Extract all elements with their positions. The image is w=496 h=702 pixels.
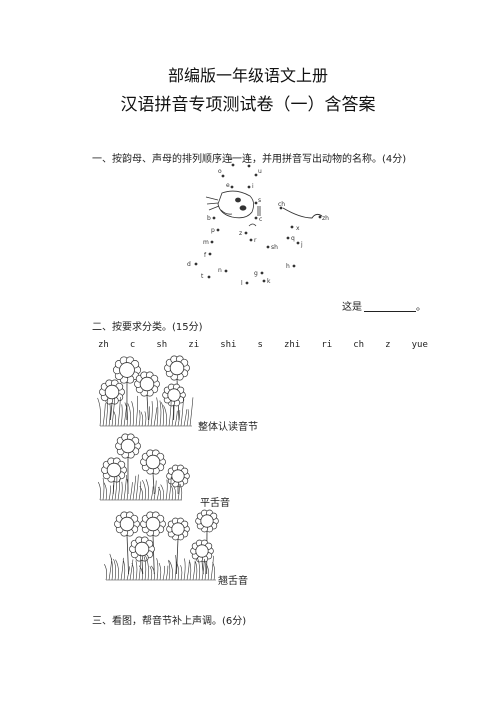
dot-q: q (287, 235, 295, 242)
page-title-line1: 部编版一年级语文上册 (0, 62, 496, 86)
dot-m: m (203, 239, 213, 246)
dot-f: f (204, 252, 211, 259)
dot-label: n (218, 267, 222, 274)
dot-label: r (254, 237, 257, 244)
syllable: zhi (284, 340, 300, 350)
syllable-list: zh c sh zi shi s zhi ri ch z yue (98, 340, 428, 350)
dot-n: n (218, 267, 227, 274)
syllable: c (130, 340, 135, 350)
syllable: shi (220, 340, 236, 350)
syllable: s (258, 340, 263, 350)
dot-t: t (201, 273, 210, 280)
group-label-curled-tongue: 翘舌音 (218, 572, 248, 587)
syllable: yue (412, 340, 428, 350)
dot-zh: zh (319, 215, 330, 222)
flower-group-3 (104, 510, 218, 580)
dot-label: sh (271, 244, 278, 251)
dot-label: t (201, 273, 204, 280)
dot-d: d (187, 261, 197, 268)
dot-z: z (239, 230, 247, 237)
page-title-line2: 汉语拼音专项测试卷（一）含答案 (0, 90, 496, 115)
syllable: sh (156, 340, 167, 350)
answer-line: 这是 。 (342, 298, 426, 313)
dot-label: l (241, 280, 243, 287)
dot-label: f (204, 252, 207, 259)
dot-l: l (241, 280, 248, 287)
dot-label: z (239, 230, 242, 237)
dot-ch: ch (278, 201, 285, 209)
dot-label: e (226, 182, 230, 189)
dot-u: u (255, 168, 262, 176)
dot-label: s (258, 197, 261, 204)
dot-label: ch (278, 201, 285, 208)
dot-label: p (211, 227, 215, 234)
dot-e: e (226, 182, 233, 189)
dot-label: m (203, 239, 209, 246)
syllable: ch (353, 340, 364, 350)
dot-k: k (263, 278, 271, 285)
answer-label: 这是 (342, 302, 362, 313)
question-1-prompt: 一、按韵母、声母的排列顺序连一连，并用拼音写出动物的名称。(4分) (92, 150, 406, 165)
syllable: z (385, 340, 390, 350)
answer-blank[interactable] (364, 301, 416, 312)
dot-label: i (252, 183, 254, 190)
dot-label: j (300, 241, 303, 248)
flower-group-2 (98, 434, 189, 500)
dot-p: p (211, 227, 219, 234)
syllable: zi (188, 340, 199, 350)
dot-i: i (248, 183, 254, 190)
dot-r: r (250, 237, 257, 244)
group-label-flat-tongue: 平舌音 (200, 494, 230, 509)
syllable: zh (98, 340, 109, 350)
flower-group-1 (98, 356, 193, 426)
question-3-prompt: 三、看图，帮音节补上声调。(6分) (92, 612, 246, 627)
answer-end: 。 (416, 302, 426, 313)
dot-b: b (207, 215, 215, 222)
syllable: ri (321, 340, 332, 350)
dot-sh: sh (267, 244, 279, 251)
dot-label: b (207, 215, 211, 222)
dot-label: q (291, 235, 295, 242)
dot-h: h (286, 263, 295, 270)
dot-label: o (218, 168, 222, 175)
dot-j: j (297, 241, 303, 248)
dot-label: g (254, 270, 258, 277)
dot-label: x (296, 225, 300, 232)
dot-label: d (187, 261, 191, 268)
dot-label: u (258, 168, 262, 175)
dot-g: g (254, 270, 263, 277)
dot-c: c (255, 216, 263, 223)
dot-label: c (259, 216, 262, 223)
dot-o: o (218, 168, 224, 177)
dot-label: zh (322, 215, 329, 222)
group-label-whole-syllables: 整体认读音节 (198, 418, 258, 433)
dot-label: k (267, 278, 271, 285)
dot-x: x (291, 225, 300, 232)
question-2-prompt: 二、按要求分类。(15分) (92, 318, 203, 333)
dot-label: h (286, 263, 290, 270)
animal-sketch (206, 191, 322, 226)
dot-s: s (255, 197, 262, 204)
